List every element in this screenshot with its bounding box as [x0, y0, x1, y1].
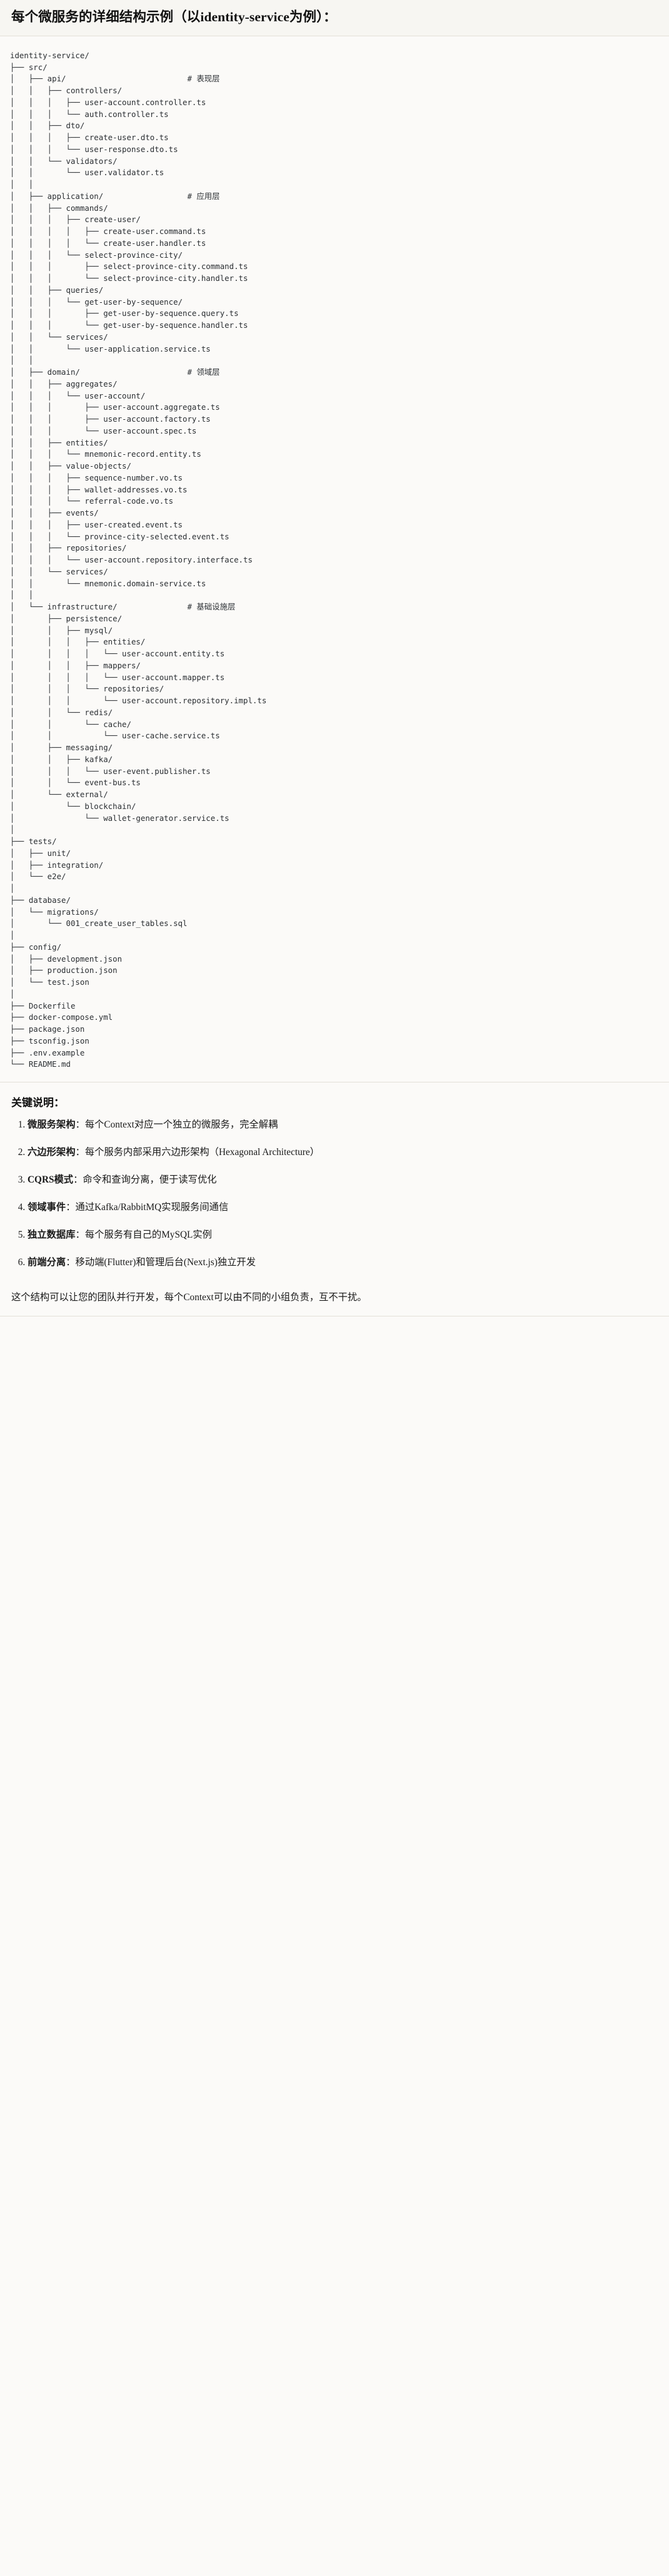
key-separator: ： [73, 1174, 83, 1185]
list-item: 独立数据库：每个服务有自己的MySQL实例 [28, 1228, 658, 1243]
list-item: 六边形架构：每个服务内部采用六边形架构（Hexagonal Architectu… [28, 1146, 658, 1160]
list-item: 前端分离：移动端(Flutter)和管理后台(Next.js)独立开发 [28, 1256, 658, 1270]
list-item: 微服务架构：每个Context对应一个独立的微服务，完全解耦 [28, 1118, 658, 1133]
footer-note: 这个结构可以让您的团队并行开发，每个Context可以由不同的小组负责，互不干扰… [11, 1291, 367, 1303]
key-term: 微服务架构 [28, 1119, 76, 1131]
key-separator: ： [66, 1256, 76, 1268]
key-term: 领域事件 [28, 1201, 66, 1213]
key-notes-list: 微服务架构：每个Context对应一个独立的微服务，完全解耦 六边形架构：每个服… [11, 1118, 658, 1270]
key-description: 每个Context对应一个独立的微服务，完全解耦 [84, 1119, 278, 1131]
key-separator: ： [66, 1201, 76, 1213]
page-title: 每个微服务的详细结构示例（以identity-service为例）： [11, 9, 337, 24]
key-description: 每个服务内部采用六边形架构（Hexagonal Architecture） [84, 1147, 319, 1158]
key-description: 命令和查询分离，便于读写优化 [83, 1174, 217, 1185]
list-item: CQRS模式：命令和查询分离，便于读写优化 [28, 1173, 658, 1188]
directory-tree: identity-service/ ├── src/ │ ├── api/ # … [10, 50, 267, 1069]
page-root: 每个微服务的详细结构示例（以identity-service为例）： ident… [0, 0, 669, 1316]
key-description: 移动端(Flutter)和管理后台(Next.js)独立开发 [75, 1256, 256, 1268]
key-term: CQRS模式 [28, 1174, 74, 1185]
key-description: 通过Kafka/RabbitMQ实现服务间通信 [75, 1201, 229, 1213]
key-description: 每个服务有自己的MySQL实例 [84, 1229, 212, 1240]
key-separator: ： [75, 1119, 85, 1131]
key-term: 六边形架构 [28, 1147, 76, 1158]
key-notes-heading: 关键说明： [11, 1097, 64, 1109]
key-notes-section: 关键说明： 微服务架构：每个Context对应一个独立的微服务，完全解耦 六边形… [0, 1082, 669, 1288]
key-term: 前端分离 [28, 1256, 66, 1268]
header-band: 每个微服务的详细结构示例（以identity-service为例）： [0, 0, 669, 36]
key-separator: ： [75, 1147, 85, 1158]
key-separator: ： [75, 1229, 85, 1240]
list-item: 领域事件：通过Kafka/RabbitMQ实现服务间通信 [28, 1201, 658, 1215]
directory-tree-block: identity-service/ ├── src/ │ ├── api/ # … [0, 36, 669, 1080]
key-term: 独立数据库 [28, 1229, 76, 1240]
